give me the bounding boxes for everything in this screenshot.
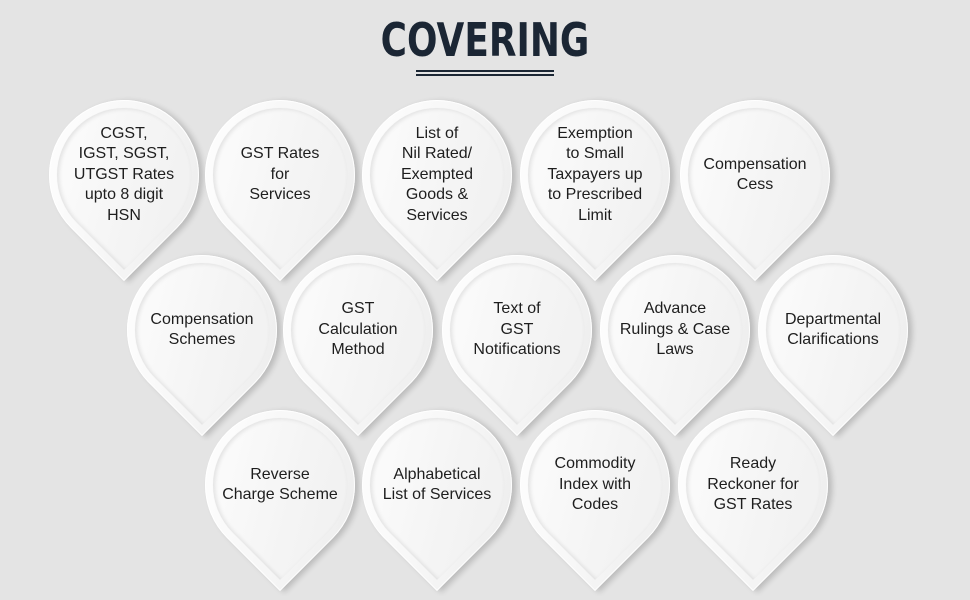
tile-label: Ready Reckoner for GST Rates	[707, 455, 799, 514]
tile-label: CGST, IGST, SGST, UTGST Rates upto 8 dig…	[73, 124, 175, 224]
tile-label: GST Rates for Services	[240, 145, 320, 204]
tile-label: Compensation Schemes	[150, 310, 254, 349]
tile-label: Departmental Clarifications	[784, 310, 882, 349]
tile-label: Text of GST Notifications	[473, 300, 561, 359]
page-title: COVERING	[380, 13, 590, 67]
tile-label: Advance Rulings & Case Laws	[619, 300, 731, 359]
tile-label: List of Nil Rated/ Exempted Goods & Serv…	[400, 124, 474, 224]
tile-label: Alphabetical List of Services	[382, 465, 492, 504]
tile-label: GST Calculation Method	[318, 300, 398, 359]
tile-label: Exemption to Small Taxpayers up to Presc…	[547, 124, 643, 224]
tile-label: Commodity Index with Codes	[554, 455, 636, 514]
title-underline	[416, 70, 554, 76]
tile-label: Compensation Cess	[703, 155, 807, 194]
tile-label: Reverse Charge Scheme	[222, 465, 338, 504]
